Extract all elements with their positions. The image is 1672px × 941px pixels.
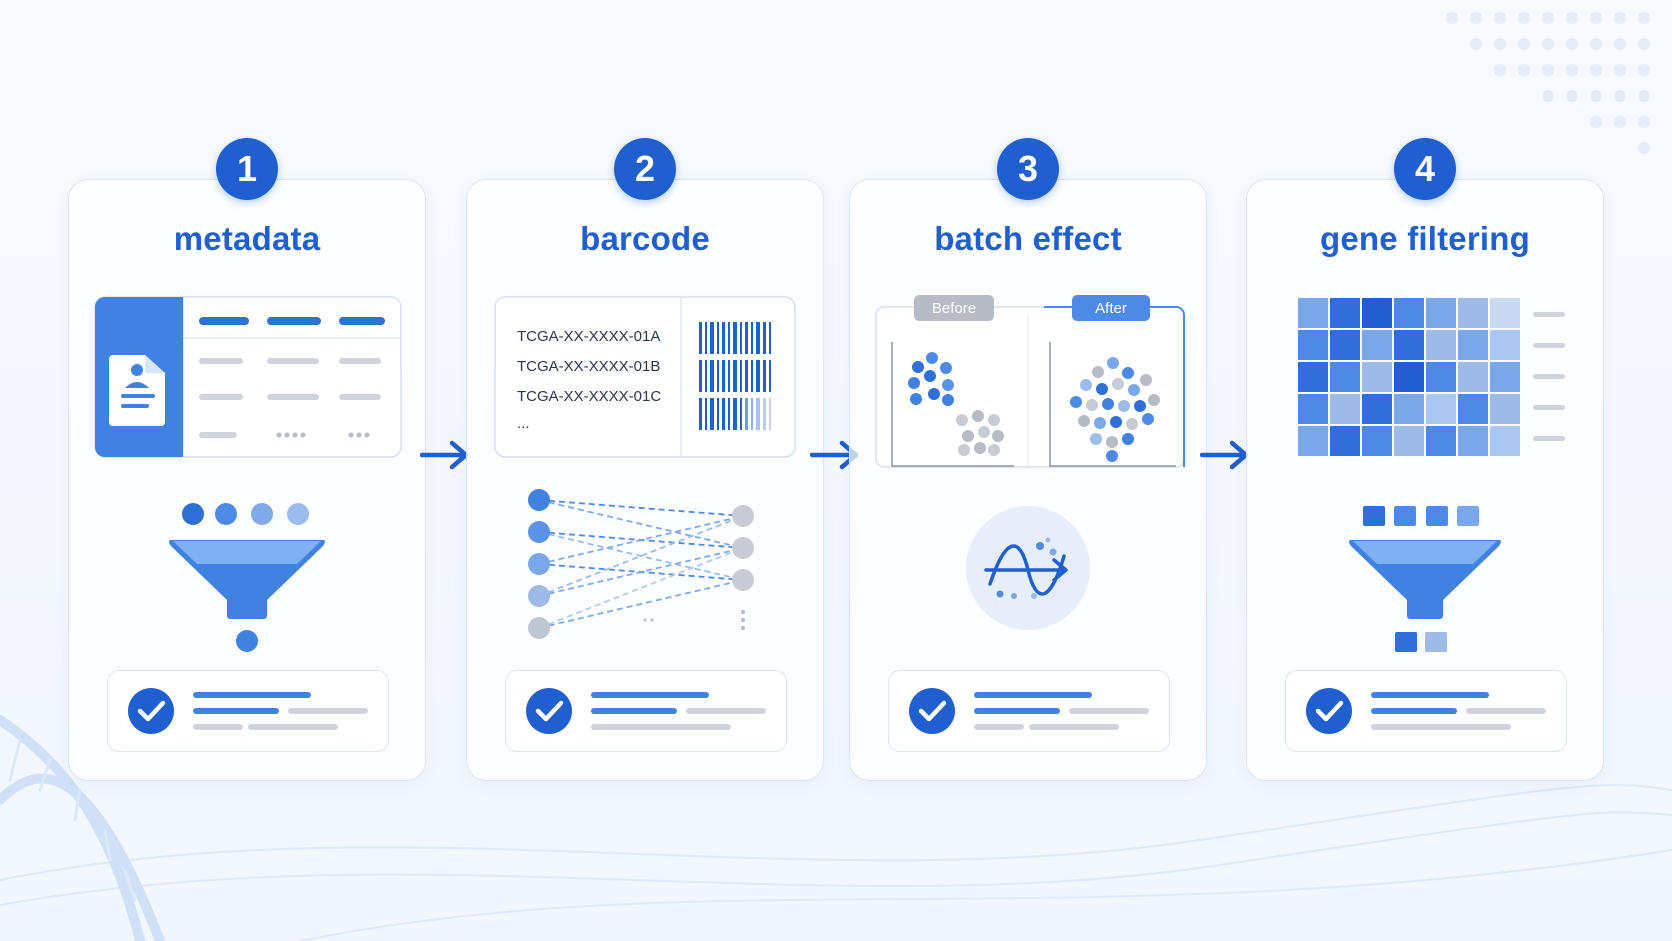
barcode-panel: TCGA-XX-XXXX-01A TCGA-XX-XXXX-01B TCGA-X…	[494, 296, 796, 458]
barcode-id: TCGA-XX-XXXX-01C	[517, 388, 661, 405]
before-after-panel: Before After	[875, 295, 1185, 468]
status-content	[128, 688, 368, 734]
step-title: metadata	[173, 220, 321, 257]
step-number-badge: 4	[1394, 138, 1456, 200]
before-label: Before	[914, 295, 994, 321]
dna-helix-decoration	[0, 715, 165, 941]
status-panel	[107, 670, 389, 752]
funnel-icon	[169, 503, 325, 652]
svg-text:Before: Before	[932, 300, 976, 317]
step-title: barcode	[580, 220, 710, 257]
step-card-barcode: 2 barcode TCGA-XX-XXXX-01A TCGA-XX-XXXX-…	[466, 138, 824, 781]
barcode-id: TCGA-XX-XXXX-01B	[517, 358, 660, 375]
step-card-gene-filtering: 4 gene filtering	[1246, 138, 1604, 781]
wave-decoration	[0, 784, 1672, 941]
step-number-badge: 2	[614, 138, 676, 200]
step-title: gene filtering	[1320, 220, 1530, 257]
status-panel	[888, 670, 1170, 752]
after-scatter-plot	[1049, 342, 1176, 467]
check-circle-icon	[1306, 688, 1352, 734]
barcode-icon	[699, 322, 771, 430]
before-scatter-plot	[891, 342, 1014, 467]
step-card-metadata: 1 metadata	[68, 138, 426, 781]
check-circle-icon	[526, 688, 572, 734]
funnel-icon	[1349, 506, 1501, 652]
status-panel	[1285, 670, 1567, 752]
check-circle-icon	[909, 688, 955, 734]
barcode-id: TCGA-XX-XXXX-01A	[517, 328, 660, 345]
step-number-badge: 3	[997, 138, 1059, 200]
step-title: batch effect	[934, 220, 1122, 257]
arrow-right-icon	[420, 440, 469, 470]
check-circle-icon	[128, 688, 174, 734]
metadata-table	[94, 296, 402, 458]
svg-text:After: After	[1095, 300, 1127, 317]
document-user-icon	[109, 355, 165, 426]
batch-effect-illustration: Before After	[875, 295, 1185, 630]
status-content	[526, 688, 766, 734]
after-label: After	[1072, 295, 1150, 321]
dot-grid-decoration	[1446, 12, 1650, 154]
status-panel	[505, 670, 787, 752]
step-number-badge: 1	[216, 138, 278, 200]
step-card-batch-effect: 3 batch effect Before After	[849, 138, 1207, 781]
status-content	[909, 688, 1149, 734]
barcode-illustration: TCGA-XX-XXXX-01A TCGA-XX-XXXX-01B TCGA-X…	[494, 296, 796, 639]
sample-matching-diagram	[528, 489, 754, 639]
gene-filtering-illustration	[1298, 298, 1565, 652]
arrow-right-icon	[1200, 440, 1249, 470]
status-content	[1306, 688, 1546, 734]
wave-arrow-icon	[966, 506, 1090, 630]
expression-heatmap	[1298, 298, 1565, 456]
metadata-illustration	[94, 296, 402, 652]
barcode-more: ...	[517, 415, 530, 432]
